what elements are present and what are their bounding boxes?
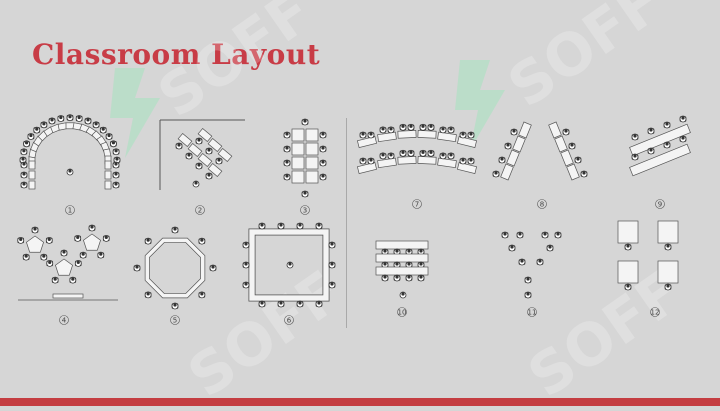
layout-number-9: 9 [655,199,665,209]
svg-text:7: 7 [415,200,419,208]
layout-angled-corner [159,119,245,190]
layout-number-7: 7 [412,199,422,209]
layout-number-2: 2 [195,205,205,215]
layout-horseshoe [19,114,121,190]
svg-text:9: 9 [658,200,662,208]
page-title: Classroom Layout [32,38,321,71]
svg-text:1: 1 [68,206,72,214]
svg-text:11: 11 [528,308,537,316]
layout-y-shape [501,231,562,299]
layout-number-1: 1 [65,205,75,215]
layout-number-10: 10 [397,307,407,317]
layout-number-5: 5 [170,315,180,325]
svg-text:6: 6 [287,316,292,324]
svg-text:8: 8 [540,200,544,208]
layout-number-8: 8 [537,199,547,209]
layout-round-clusters [17,224,118,301]
layout-stacked-tables [375,240,429,299]
layout-number-3: 3 [300,205,310,215]
svg-text:12: 12 [651,308,660,316]
layout-paired-desks [617,220,679,291]
svg-text:4: 4 [62,316,67,324]
bottom-accent-bar [0,398,720,406]
svg-text:3: 3 [303,206,307,214]
layout-number-12: 12 [650,307,660,317]
svg-text:2: 2 [198,206,202,214]
layout-number-6: 6 [284,315,294,325]
section-divider [346,118,347,328]
layout-number-11: 11 [527,307,537,317]
layout-octagon [133,226,217,310]
layout-curved-rows [356,123,478,174]
layout-diagonal-rows [629,115,691,177]
svg-text:5: 5 [173,316,177,324]
layout-double-column [283,118,327,198]
layout-hollow-square [242,222,336,308]
layout-chevron [492,121,588,181]
layout-number-4: 4 [59,315,69,325]
svg-text:10: 10 [398,308,407,316]
